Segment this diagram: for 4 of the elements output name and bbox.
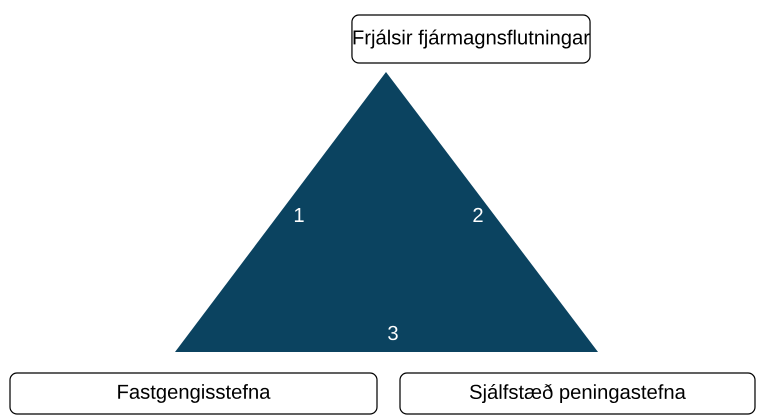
triangle: 1 2 3 bbox=[175, 72, 598, 352]
label-box: Fastgengisstefna bbox=[9, 372, 378, 415]
label-box: Sjálfstæð peningastefna bbox=[399, 372, 756, 415]
label-box: Frjálsir fjármagnsflutningar bbox=[351, 14, 591, 64]
